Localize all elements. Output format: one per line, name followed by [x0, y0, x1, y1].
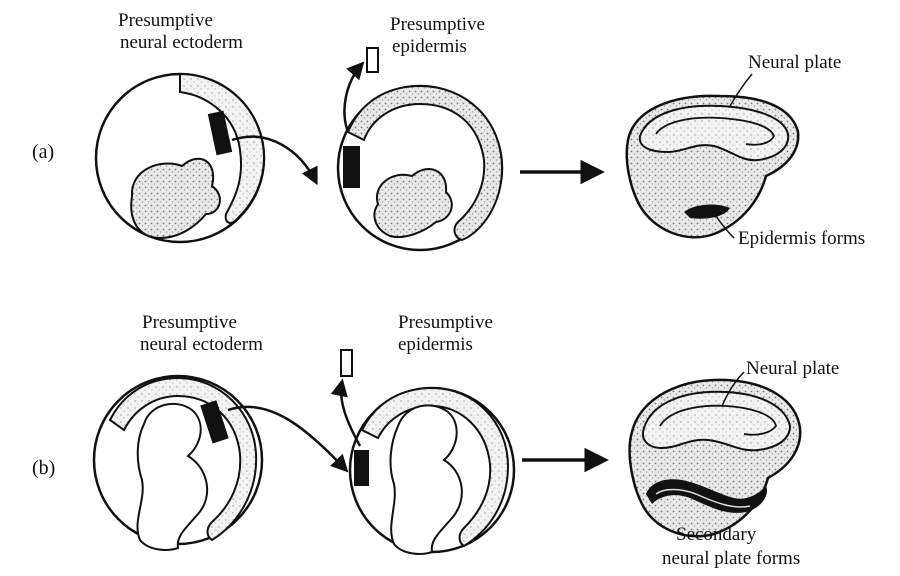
excised-epidermis-b: [341, 350, 352, 376]
host-label-a-line1: Presumptive: [390, 14, 485, 35]
donor-embryo-a: [96, 74, 264, 242]
panel-a: (a) Presumptive neural ectoderm Presumpt…: [32, 10, 865, 250]
donor-label-b-line2: neural ectoderm: [140, 334, 263, 355]
result-top-label-b: Neural plate: [746, 358, 839, 379]
donor-label-a-line2: neural ectoderm: [120, 32, 243, 53]
panel-b: (b) Presumptive neural ectoderm Presumpt…: [32, 312, 839, 569]
host-graft-region-b: [354, 450, 369, 486]
host-label-b-line1: Presumptive: [398, 312, 493, 333]
result-bottom-label-b-line1: Secondary: [676, 524, 757, 545]
panel-a-label: (a): [32, 141, 54, 163]
host-embryo-a: [338, 86, 502, 250]
donor-label-a-line1: Presumptive: [118, 10, 213, 31]
result-embryo-a: [627, 96, 798, 237]
host-graft-region-a: [343, 146, 360, 188]
excised-epidermis-a: [367, 48, 378, 72]
donor-label-b-line1: Presumptive: [142, 312, 237, 333]
panel-b-label: (b): [32, 457, 55, 479]
host-embryo-b: [350, 388, 514, 554]
result-top-label-a: Neural plate: [748, 52, 841, 73]
result-embryo-b: [630, 380, 801, 536]
result-bottom-label-a: Epidermis forms: [738, 228, 865, 249]
host-label-b-line2: epidermis: [398, 334, 473, 355]
host-label-a-line2: epidermis: [392, 36, 467, 57]
donor-embryo-b: [94, 376, 262, 550]
result-bottom-label-b-line2: neural plate forms: [662, 548, 800, 569]
